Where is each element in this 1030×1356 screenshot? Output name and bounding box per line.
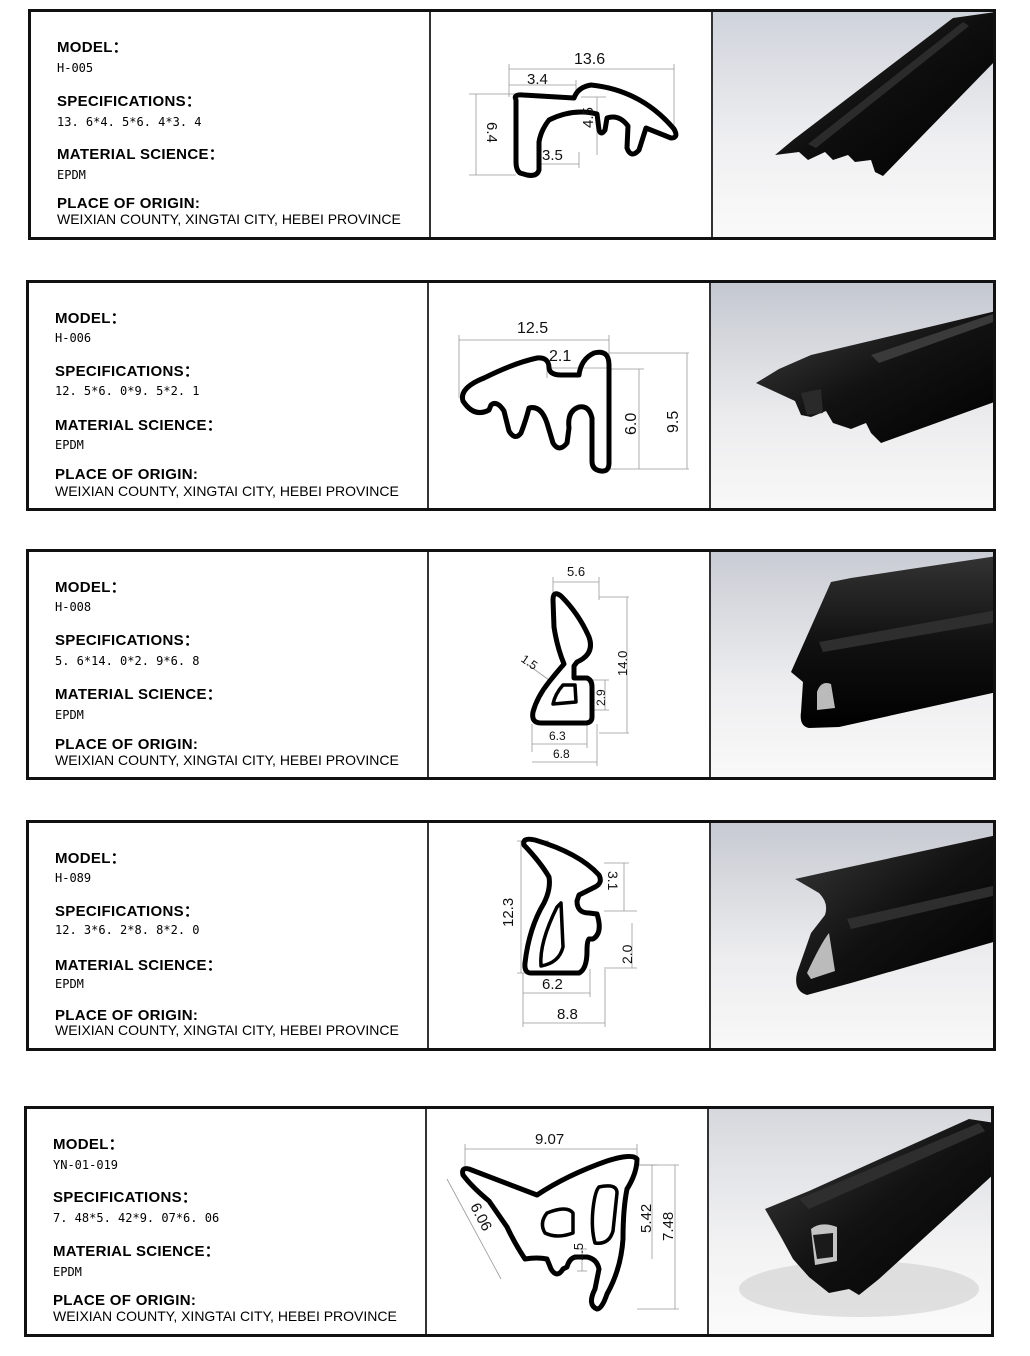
dimension-label: 6.2 [542,976,563,993]
product-photo [709,1109,991,1334]
origin-label: PLACE OF ORIGIN: [55,1007,199,1024]
origin-label: PLACE OF ORIGIN: [57,195,201,212]
specifications-value: 12. 5*6. 0*9. 5*2. 1 [55,384,200,398]
specifications-value: 12. 3*6. 2*8. 8*2. 0 [55,923,200,937]
dimension-label: 3.5 [542,147,563,164]
dimension-label: 13.6 [574,51,605,68]
dimension-label: 5.6 [567,564,585,579]
model-value: H-005 [57,61,94,75]
model-value: H-089 [55,871,92,885]
model-label: MODEL： [53,1136,124,1153]
dimension-label: 4.5 [580,107,597,128]
origin-value: WEIXIAN COUNTY, XINGTAI CITY, HEBEI PROV… [55,752,399,768]
product-card-yn01019: MODEL： YN-01-019 SPECIFICATIONS： 7. 48*5… [24,1106,994,1337]
specifications-label: SPECIFICATIONS： [57,93,202,110]
material-value: EPDM [57,168,86,182]
origin-value: WEIXIAN COUNTY, XINGTAI CITY, HEBEI PROV… [53,1308,397,1324]
origin-value: WEIXIAN COUNTY, XINGTAI CITY, HEBEI PROV… [57,211,401,227]
origin-value: WEIXIAN COUNTY, XINGTAI CITY, HEBEI PROV… [55,483,399,499]
product-card-h008: MODEL： H-008 SPECIFICATIONS： 5. 6*14. 0*… [26,549,996,780]
dimension-label: 6.4 [483,122,500,143]
product-photo [713,12,993,237]
cross-section-diagram: 12.5 2.1 6.0 9.5 [429,283,711,508]
profile-drawing: 13.6 3.4 4.5 6.4 3.5 [469,51,679,178]
model-value: YN-01-019 [53,1158,119,1172]
dimension-label: 9.07 [535,1131,564,1148]
dimension-label: 12.3 [500,898,517,927]
model-label: MODEL： [55,579,126,596]
product-info: MODEL： H-006 SPECIFICATIONS： 12. 5*6. 0*… [29,283,429,508]
dimension-label: 8.8 [557,1006,578,1023]
cross-section-diagram: 5.6 14.0 1.5 2.9 6.3 6.8 [429,552,711,777]
product-info: MODEL： H-089 SPECIFICATIONS： 12. 3*6. 2*… [29,823,429,1048]
specifications-value: 5. 6*14. 0*2. 9*6. 8 [55,654,200,668]
seal-inner-cavity [540,1207,575,1238]
seal-profile-shape [521,836,603,976]
profile-drawing: 5.6 14.0 1.5 2.9 6.3 6.8 [518,564,630,766]
seal-profile-shape [512,82,679,178]
seal-inner-cavity [551,683,578,706]
specifications-value: 13. 6*4. 5*6. 4*3. 4 [57,115,202,129]
material-value: EPDM [55,438,84,452]
seal-profile-shape [460,1153,640,1312]
dimension-label: 14.0 [615,651,630,676]
dimension-label: 6.8 [553,747,570,761]
model-value: H-008 [55,600,92,614]
dimension-label: 2.9 [594,689,608,706]
dimension-label: 6.0 [623,413,640,435]
material-label: MATERIAL SCIENCE： [55,686,223,703]
cross-section-diagram: 13.6 3.4 4.5 6.4 3.5 [431,12,713,237]
dimension-label: 9.5 [665,411,682,433]
dimension-label: 3.4 [527,71,548,88]
origin-label: PLACE OF ORIGIN: [53,1292,197,1309]
material-label: MATERIAL SCIENCE： [57,146,225,163]
material-label: MATERIAL SCIENCE： [55,957,223,974]
specifications-label: SPECIFICATIONS： [55,632,200,649]
dimension-label: 1.5 [571,1243,586,1261]
model-label: MODEL： [57,39,128,56]
material-label: MATERIAL SCIENCE： [55,417,223,434]
specifications-label: SPECIFICATIONS： [55,903,200,920]
dimension-label: 2.1 [549,348,571,365]
product-info: MODEL： YN-01-019 SPECIFICATIONS： 7. 48*5… [27,1109,427,1334]
product-photo [711,283,993,508]
product-photo [711,823,993,1048]
product-info: MODEL： H-005 SPECIFICATIONS： 13. 6*4. 5*… [31,12,431,237]
seal-profile-shape [459,349,612,474]
dimension-label: 3.1 [605,871,621,891]
product-card-h006: MODEL： H-006 SPECIFICATIONS： 12. 5*6. 0*… [26,280,996,511]
profile-drawing: 9.07 6.06 5.42 7.48 1.5 [446,1131,679,1312]
seal-profile-shape [530,591,595,726]
dimension-label: 1.5 [518,652,540,673]
product-photo [711,552,993,777]
specifications-label: SPECIFICATIONS： [55,363,200,380]
model-value: H-006 [55,331,92,345]
dimension-label: 7.48 [660,1212,677,1241]
dimension-label: 6.3 [549,729,566,743]
product-card-h005: MODEL： H-005 SPECIFICATIONS： 13. 6*4. 5*… [28,9,996,240]
dimension-label: 5.42 [638,1204,655,1233]
origin-value: WEIXIAN COUNTY, XINGTAI CITY, HEBEI PROV… [55,1022,399,1038]
profile-drawing: 12.5 2.1 6.0 9.5 [458,320,689,474]
material-label: MATERIAL SCIENCE： [53,1243,221,1260]
material-value: EPDM [55,977,84,991]
dimension-label: 12.5 [517,320,548,337]
cross-section-diagram: 9.07 6.06 5.42 7.48 1.5 [427,1109,709,1334]
cross-section-diagram: 12.3 3.1 2.0 6.2 8.8 [429,823,711,1048]
product-card-h089: MODEL： H-089 SPECIFICATIONS： 12. 3*6. 2*… [26,820,996,1051]
specifications-label: SPECIFICATIONS： [53,1189,198,1206]
seal-inner-cavity [539,901,565,968]
product-info: MODEL： H-008 SPECIFICATIONS： 5. 6*14. 0*… [29,552,429,777]
seal-inner-cavity [590,1184,619,1245]
profile-drawing: 12.3 3.1 2.0 6.2 8.8 [500,836,637,1027]
model-label: MODEL： [55,850,126,867]
material-value: EPDM [55,708,84,722]
dimension-label: 2.0 [619,944,635,964]
model-label: MODEL： [55,310,126,327]
origin-label: PLACE OF ORIGIN: [55,736,199,753]
specifications-value: 7. 48*5. 42*9. 07*6. 06 [53,1211,220,1225]
origin-label: PLACE OF ORIGIN: [55,466,199,483]
material-value: EPDM [53,1265,82,1279]
